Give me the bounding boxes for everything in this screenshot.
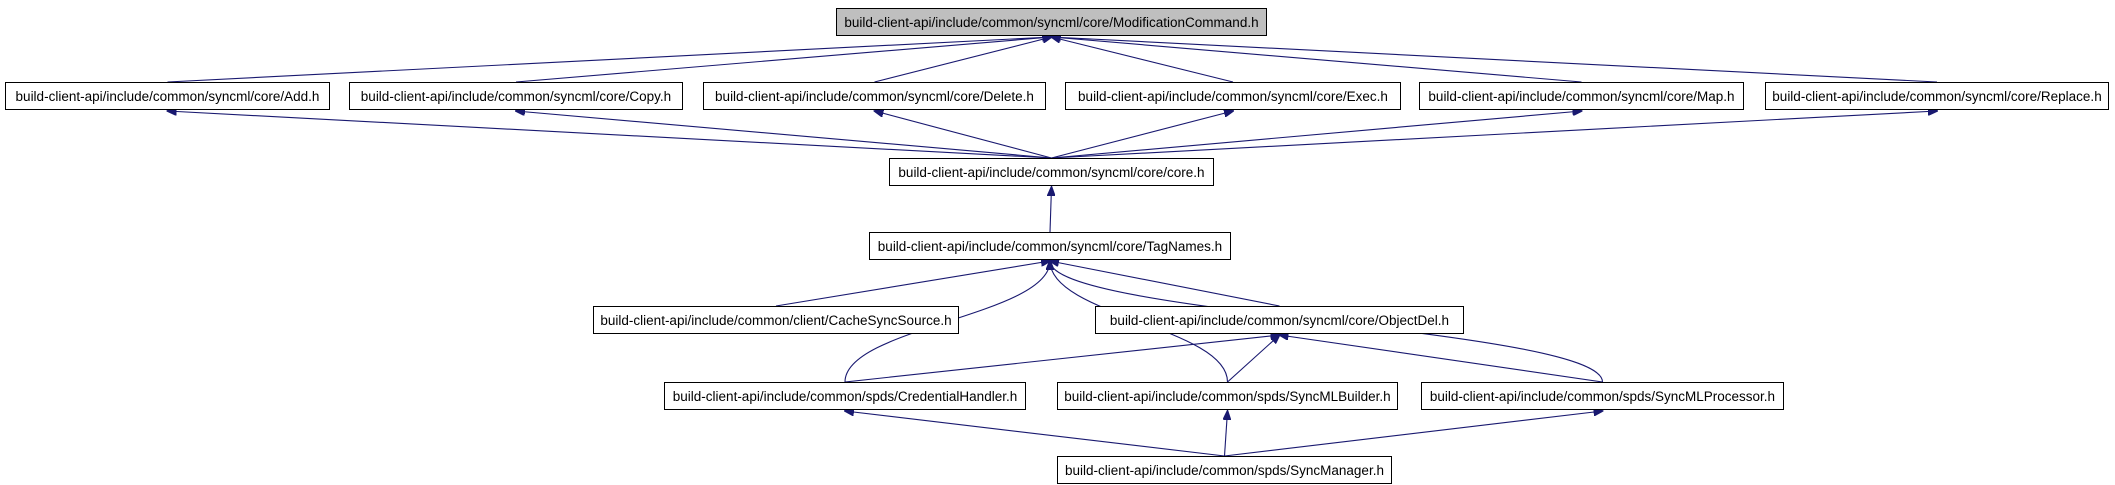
edge-tag-names-to-core bbox=[1050, 187, 1052, 233]
node-core[interactable]: build-client-api/include/common/syncml/c… bbox=[889, 158, 1214, 186]
edge-map-to-modification-command bbox=[1052, 37, 1582, 83]
edge-core-to-add bbox=[168, 111, 1052, 159]
edge-exec-to-modification-command bbox=[1052, 37, 1234, 83]
node-delete[interactable]: build-client-api/include/common/syncml/c… bbox=[703, 82, 1046, 110]
edge-object-del-to-tag-names bbox=[1050, 261, 1280, 307]
node-tag-names[interactable]: build-client-api/include/common/syncml/c… bbox=[869, 232, 1231, 260]
node-credential-handler[interactable]: build-client-api/include/common/spds/Cre… bbox=[664, 382, 1026, 410]
edge-add-to-modification-command bbox=[167, 37, 1052, 83]
node-replace[interactable]: build-client-api/include/common/syncml/c… bbox=[1765, 82, 2109, 110]
node-copy[interactable]: build-client-api/include/common/syncml/c… bbox=[349, 82, 683, 110]
node-sync-manager[interactable]: build-client-api/include/common/spds/Syn… bbox=[1057, 456, 1392, 484]
edge-core-to-replace bbox=[1051, 111, 1938, 159]
edge-core-to-exec bbox=[1051, 111, 1234, 159]
node-add[interactable]: build-client-api/include/common/syncml/c… bbox=[5, 82, 330, 110]
edge-cache-sync-source-to-tag-names bbox=[775, 261, 1050, 307]
node-syncml-builder[interactable]: build-client-api/include/common/spds/Syn… bbox=[1057, 382, 1398, 410]
edge-sync-manager-to-credential-handler bbox=[845, 411, 1225, 457]
node-cache-sync-source[interactable]: build-client-api/include/common/client/C… bbox=[593, 306, 959, 334]
edge-syncml-builder-to-object-del bbox=[1227, 335, 1280, 383]
node-syncml-processor[interactable]: build-client-api/include/common/spds/Syn… bbox=[1421, 382, 1784, 410]
edge-sync-manager-to-syncml-processor bbox=[1224, 411, 1603, 457]
node-exec[interactable]: build-client-api/include/common/syncml/c… bbox=[1065, 82, 1401, 110]
node-modification-command[interactable]: build-client-api/include/common/syncml/c… bbox=[836, 8, 1267, 36]
edge-core-to-delete bbox=[875, 111, 1052, 159]
node-map[interactable]: build-client-api/include/common/syncml/c… bbox=[1419, 82, 1744, 110]
edge-sync-manager-to-syncml-builder bbox=[1225, 411, 1228, 457]
edge-credential-handler-to-object-del bbox=[844, 335, 1280, 383]
edge-delete-to-modification-command bbox=[874, 37, 1052, 83]
node-object-del[interactable]: build-client-api/include/common/syncml/c… bbox=[1095, 306, 1464, 334]
edge-copy-to-modification-command bbox=[515, 37, 1052, 83]
edge-core-to-copy bbox=[516, 111, 1052, 159]
edge-core-to-map bbox=[1051, 111, 1582, 159]
edge-syncml-processor-to-object-del bbox=[1280, 335, 1603, 383]
edge-replace-to-modification-command bbox=[1052, 37, 1938, 83]
